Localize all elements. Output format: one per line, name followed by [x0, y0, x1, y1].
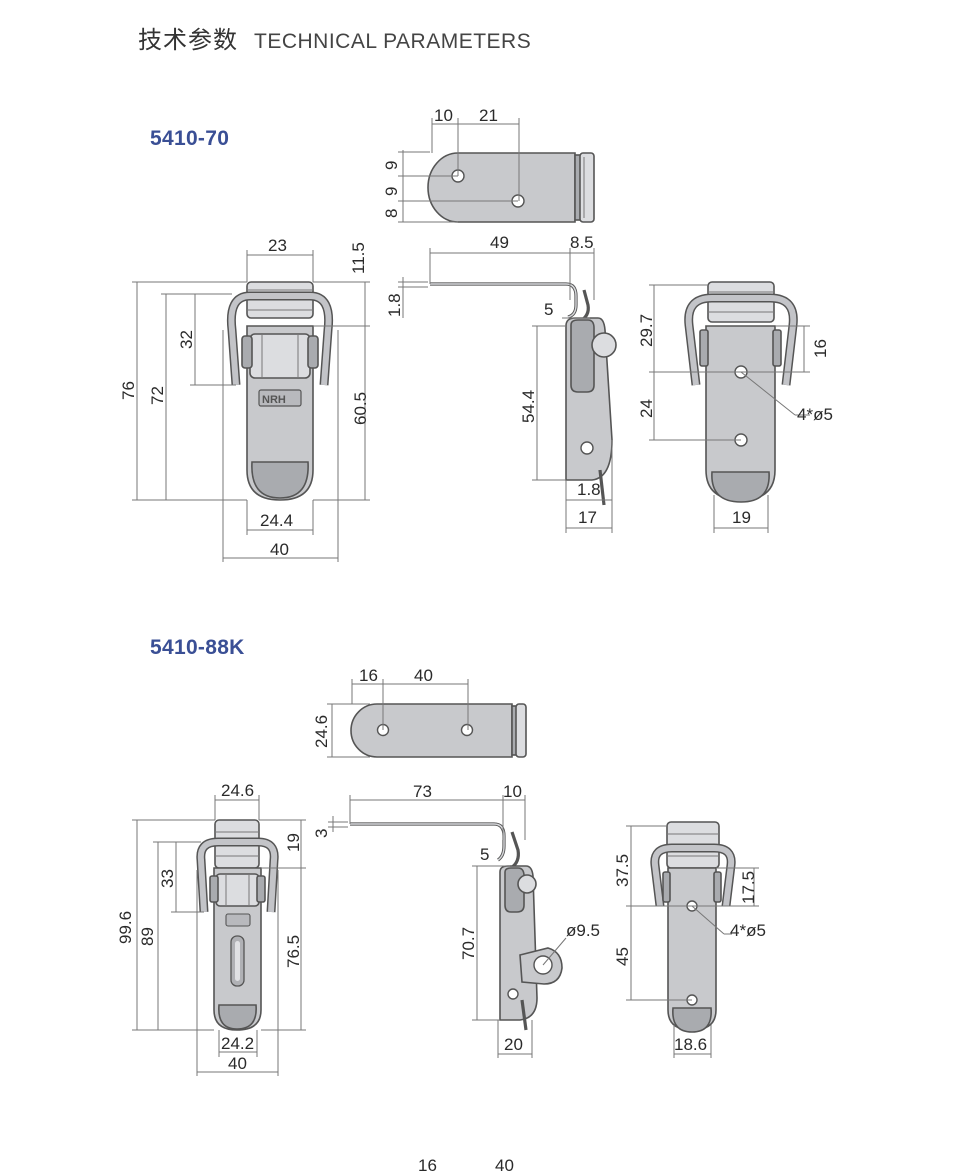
dim-side2-hole: ø9.5 [566, 921, 600, 940]
strike-plate-drawing-1: 10 21 9 9 8 [382, 106, 595, 223]
latch-side-view-2: 73 10 3 5 70.7 ø9.5 20 [312, 782, 600, 1058]
dim-rear2-18-6: 18.6 [674, 1035, 707, 1054]
dim-side2-73: 73 [413, 782, 432, 801]
dim-side2-20: 20 [504, 1035, 523, 1054]
dim-side-8-5: 8.5 [570, 233, 594, 252]
latch-rear-view-1: 29.7 24 16 4*ø5 19 [637, 281, 833, 533]
page-title-chinese: 技术参数 [138, 26, 238, 54]
dim-rear-24: 24 [637, 399, 656, 418]
latch-front-view-2: 24.6 99.6 89 33 19 76.5 24.2 40 [116, 781, 306, 1076]
dim-front-24-4: 24.4 [260, 511, 293, 530]
dim-front-72: 72 [148, 386, 167, 405]
dim-side-1-8-bottom: 1.8 [577, 480, 601, 499]
dim-plate2-height: 24.6 [312, 715, 331, 748]
dim-rear2-holes: 4*ø5 [730, 921, 766, 940]
dim-rear2-45: 45 [613, 947, 632, 966]
dim-rear2-17-5: 17.5 [739, 871, 758, 904]
dim-front-top-width: 23 [268, 236, 287, 255]
page-header: 技术参数 TECHNICAL PARAMETERS [138, 20, 531, 54]
dim-rear-29-7: 29.7 [637, 314, 656, 347]
dim-front2-19: 19 [284, 833, 303, 852]
dim-front2-76-5: 76.5 [284, 935, 303, 968]
dim-plate2-offset: 16 [359, 666, 378, 685]
dim-side-1-8-top: 1.8 [385, 293, 404, 317]
latch-side-view-1: 49 8.5 1.8 5 54.4 1.8 17 [385, 233, 617, 533]
dim-front-32: 32 [177, 330, 196, 349]
model-label-5410-70: 5410-70 [150, 127, 230, 150]
dim-front-40: 40 [270, 540, 289, 559]
dim-rear-19: 19 [732, 508, 751, 527]
svg-text:NRH: NRH [262, 394, 286, 406]
dim-side-49: 49 [490, 233, 509, 252]
dim-side2-5: 5 [480, 845, 489, 864]
latch-front-view-1: NRH 23 76 72 32 11.5 60.5 24.4 40 [119, 236, 370, 562]
model-label-5410-88k: 5410-88K [150, 636, 245, 659]
dim-side2-70-7: 70.7 [459, 927, 478, 960]
dim-plate-offset: 10 [434, 106, 453, 125]
next-section-partial: 16 40 [418, 1156, 514, 1171]
dim-partial-16: 16 [418, 1156, 437, 1171]
dim-side-54-4: 54.4 [519, 390, 538, 423]
dim-plate-h3: 8 [382, 209, 401, 218]
dim-front2-40: 40 [228, 1054, 247, 1073]
latch-rear-view-2: 37.5 45 17.5 4*ø5 18.6 [613, 821, 766, 1058]
dim-front2-99-6: 99.6 [116, 911, 135, 944]
dim-front2-33: 33 [158, 869, 177, 888]
dim-rear2-37-5: 37.5 [613, 854, 632, 887]
dim-plate-h1: 9 [382, 161, 401, 170]
dim-front-11-5: 11.5 [349, 242, 368, 274]
dim-front2-89: 89 [138, 927, 157, 946]
dim-side-5: 5 [544, 300, 553, 319]
dim-rear-holes: 4*ø5 [797, 405, 833, 424]
dim-plate-hole-spacing: 21 [479, 106, 498, 125]
strike-plate-drawing-2: 16 40 24.6 [312, 666, 527, 758]
dim-front-total-height: 76 [119, 381, 138, 400]
dim-front2-24-2: 24.2 [221, 1034, 254, 1053]
dim-front2-top-width: 24.6 [221, 781, 254, 800]
dim-front-60-5: 60.5 [351, 392, 370, 425]
page-title-english: TECHNICAL PARAMETERS [254, 30, 532, 53]
dim-side2-10: 10 [503, 782, 522, 801]
dim-plate2-hole-spacing: 40 [414, 666, 433, 685]
dim-partial-40: 40 [495, 1156, 514, 1171]
dim-side2-3: 3 [312, 829, 331, 838]
dim-side-17: 17 [578, 508, 597, 527]
dim-plate-h2: 9 [382, 187, 401, 196]
dim-rear-16: 16 [811, 339, 830, 358]
